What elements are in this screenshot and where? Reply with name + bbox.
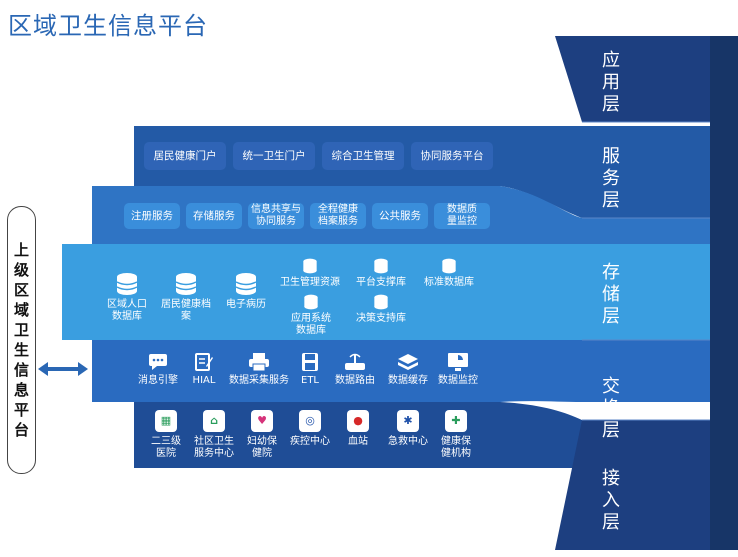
message-icon — [149, 354, 167, 370]
database-icon — [374, 258, 388, 274]
printer-icon — [249, 353, 269, 372]
database-icon — [442, 258, 456, 274]
access-item-hospital[interactable]: ▦ 二三级医院 — [136, 410, 196, 460]
router-icon — [345, 353, 365, 370]
blood-icon: ● — [347, 410, 369, 432]
exchange-item-message-engine[interactable]: 消息引擎 — [128, 352, 188, 387]
app-item-resident-portal[interactable]: 居民健康门户 — [144, 142, 226, 170]
exchange-item-data-collection[interactable]: 数据采集服务 — [226, 352, 292, 387]
access-funnel — [555, 420, 738, 550]
access-item-cdc[interactable]: ◎ 疾控中心 — [280, 410, 340, 448]
exchange-item-data-cache[interactable]: 数据缓存 — [384, 352, 432, 387]
db-population: 区域人口数据库 — [96, 272, 158, 323]
access-item-emergency[interactable]: ✱ 急救中心 — [378, 410, 438, 448]
access-item-health-care[interactable]: ✚ 健康保健机构 — [426, 410, 486, 460]
app-item-unified-portal[interactable]: 统一卫生门户 — [233, 142, 315, 170]
layer-label-service: 服务层 — [602, 146, 620, 211]
database-icon — [303, 258, 317, 274]
service-item-registration[interactable]: 注册服务 — [124, 203, 180, 229]
edit-icon — [195, 353, 213, 371]
access-item-blood[interactable]: ● 血站 — [328, 410, 388, 448]
database-icon — [116, 273, 138, 295]
exchange-item-etl[interactable]: ETL — [294, 352, 326, 387]
db-emr: 电子病历 — [218, 272, 274, 311]
app-item-collaboration[interactable]: 协同服务平台 — [411, 142, 493, 170]
db-platform-support: 平台支撑库 — [350, 258, 412, 289]
service-item-health-record[interactable]: 全程健康档案服务 — [310, 203, 366, 229]
cdc-icon: ◎ — [299, 410, 321, 432]
layer-label-application: 应用层 — [602, 50, 620, 115]
application-band — [555, 36, 738, 122]
maternal-icon: ♥ — [251, 410, 273, 432]
emergency-icon: ✱ — [397, 410, 419, 432]
access-item-maternal[interactable]: ♥ 妇幼保健院 — [232, 410, 292, 460]
db-health-record: 居民健康档案 — [158, 272, 214, 323]
service-item-storage[interactable]: 存储服务 — [186, 203, 242, 229]
save-icon — [302, 353, 318, 371]
cache-icon — [398, 354, 418, 370]
database-icon — [374, 294, 388, 310]
health-cross-icon: ✚ — [445, 410, 467, 432]
service-item-sharing[interactable]: 信息共享与协同服务 — [248, 203, 304, 229]
monitor-icon — [448, 353, 468, 371]
db-application-system: 应用系统数据库 — [272, 294, 350, 337]
database-icon — [175, 273, 197, 295]
double-arrow-icon — [38, 362, 88, 376]
exchange-item-data-monitor[interactable]: 数据监控 — [432, 352, 484, 387]
db-standard: 标准数据库 — [418, 258, 480, 289]
layer-label-exchange: 交换层 — [602, 376, 620, 441]
database-icon — [304, 294, 318, 310]
page-title: 区域卫生信息平台 — [8, 12, 208, 40]
service-item-public[interactable]: 公共服务 — [372, 203, 428, 229]
database-icon — [235, 273, 257, 295]
storage-band — [62, 244, 738, 340]
hospital-icon: ▦ — [155, 410, 177, 432]
app-item-health-management[interactable]: 综合卫生管理 — [322, 142, 404, 170]
access-item-community[interactable]: ⌂ 社区卫生服务中心 — [184, 410, 244, 460]
service-item-quality[interactable]: 数据质量监控 — [434, 203, 490, 229]
exchange-item-hial[interactable]: HIAL — [184, 352, 224, 387]
layer-label-access: 接入层 — [602, 468, 620, 533]
db-health-resource: 卫生管理资源 — [274, 258, 346, 289]
community-icon: ⌂ — [203, 410, 225, 432]
exchange-item-data-routing[interactable]: 数据路由 — [330, 352, 380, 387]
layer-label-storage: 存储层 — [602, 262, 620, 327]
right-strip — [710, 36, 738, 550]
db-decision-support: 决策支持库 — [350, 294, 412, 325]
upper-platform-box: 上级 区域 卫生 信息 平台 — [7, 206, 36, 474]
